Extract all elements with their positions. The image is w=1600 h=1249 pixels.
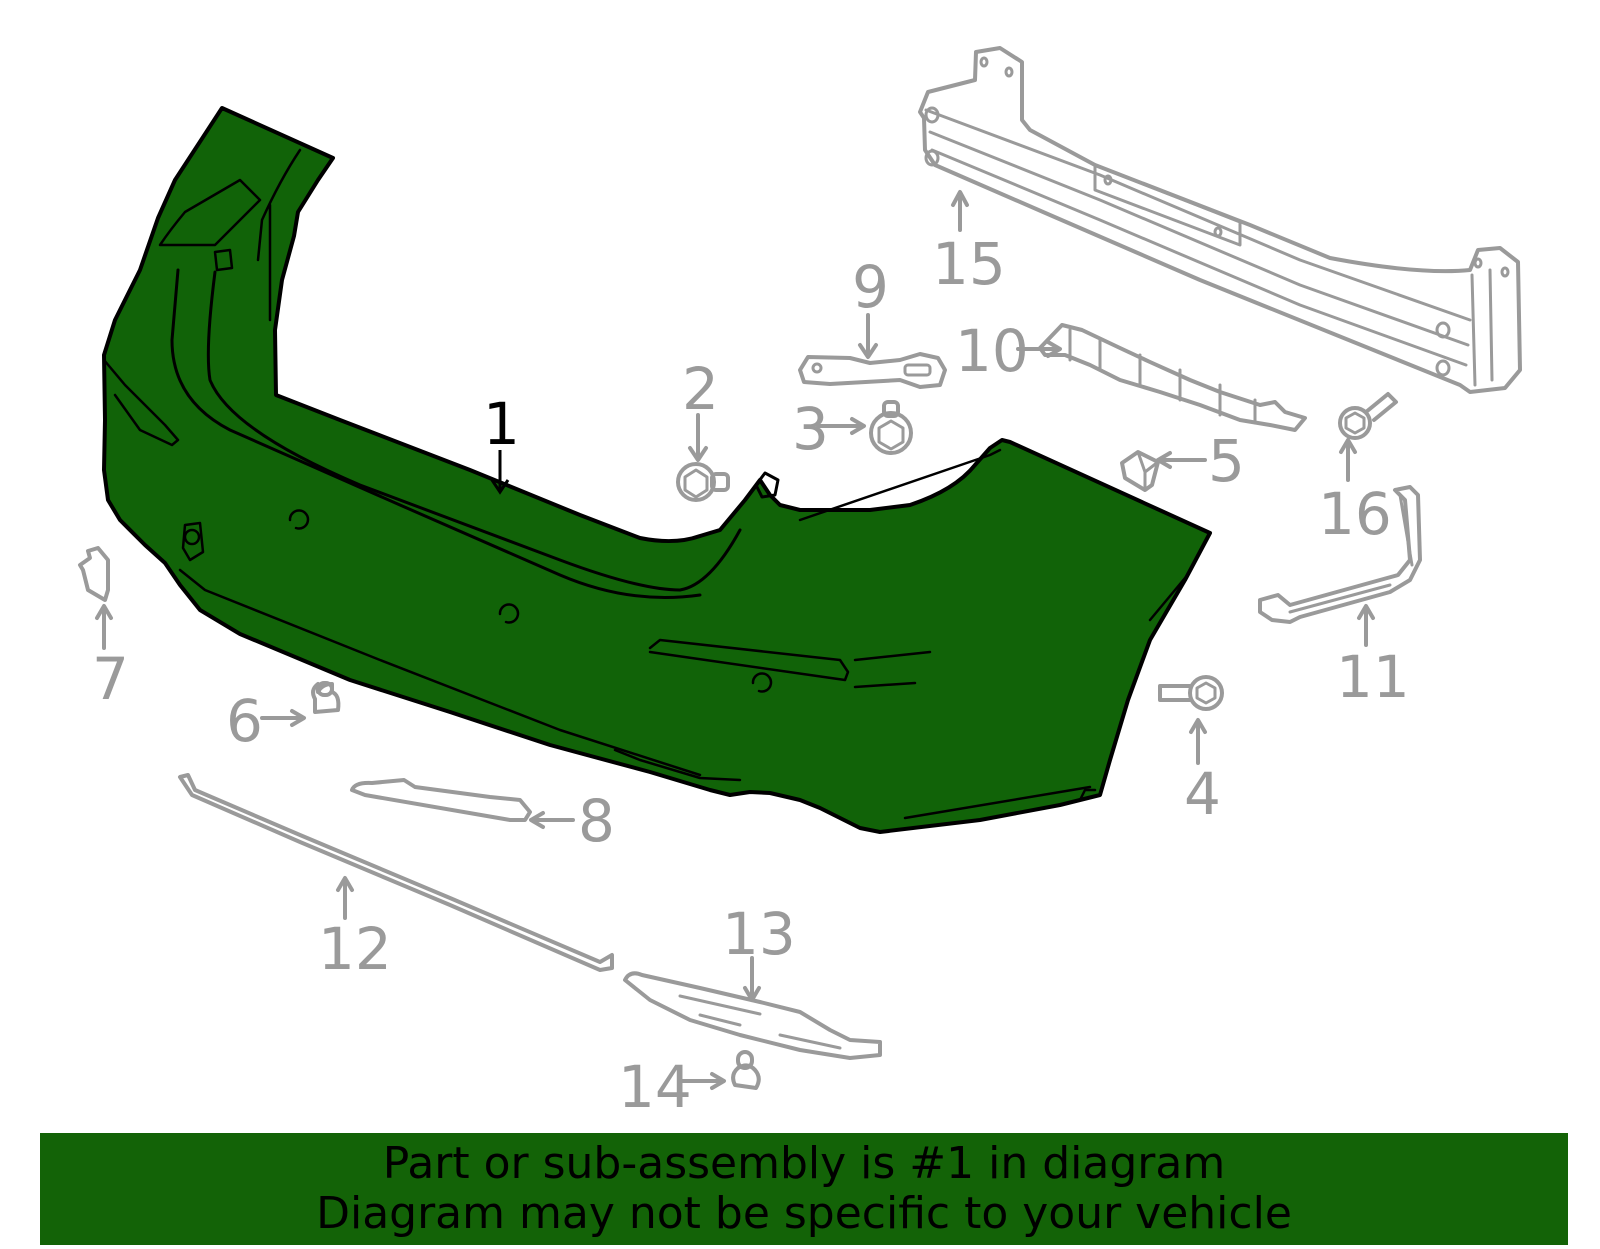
leader-arrow-4 [1189,718,1207,765]
callout-2[interactable]: 2 [682,355,719,423]
callout-7[interactable]: 7 [92,645,129,713]
callout-15[interactable]: 15 [932,230,1006,298]
callout-5[interactable]: 5 [1208,427,1245,495]
callout-12[interactable]: 12 [318,915,392,983]
banner-line-2: Diagram may not be specific to your vehi… [316,1188,1292,1239]
part-1-bumper-cover[interactable] [102,106,1212,834]
leader-arrow-13 [743,956,761,1002]
part-12-lower-trim-strip[interactable] [178,773,614,972]
callout-16[interactable]: 16 [1318,480,1392,548]
leader-arrow-7 [95,604,113,650]
banner-line-1: Part or sub-assembly is #1 in diagram [382,1138,1226,1189]
leader-arrow-10 [1016,340,1062,358]
parts-diagram [78,46,1522,1090]
part-9-bracket[interactable] [798,352,947,389]
callout-3[interactable]: 3 [792,395,829,463]
leader-arrow-15 [951,190,969,232]
notice-banner: Part or sub-assembly is #1 in diagram Di… [40,1133,1568,1245]
callout-10[interactable]: 10 [955,317,1029,385]
callout-4[interactable]: 4 [1184,760,1221,828]
leader-arrow-8 [529,811,575,829]
part-3-clip-nut[interactable] [869,400,913,455]
leader-arrow-14 [678,1072,726,1090]
callout-11[interactable]: 11 [1336,643,1410,711]
part-4-bolt[interactable] [1158,675,1224,711]
callout-1[interactable]: 1 [483,390,520,458]
part-11-side-bracket[interactable] [1258,485,1422,624]
callout-13[interactable]: 13 [722,900,796,968]
leader-arrow-12 [336,876,354,920]
part-16-bolt[interactable] [1338,392,1398,440]
callout-8[interactable]: 8 [578,787,615,855]
part-8-reflector[interactable] [350,778,532,822]
part-7-bracket[interactable] [78,546,110,602]
callout-14[interactable]: 14 [618,1053,692,1121]
callout-6[interactable]: 6 [226,687,263,755]
leader-arrow-16 [1339,438,1357,482]
leader-arrow-6 [260,709,306,727]
part-13-lower-diffuser[interactable] [623,971,882,1060]
leader-arrow-1 [490,450,510,495]
part-14-push-clip[interactable] [731,1050,761,1090]
leader-arrow-11 [1357,604,1375,647]
leader-arrow-3 [816,417,866,435]
callout-9[interactable]: 9 [852,253,889,321]
leader-arrow-2 [688,413,708,462]
part-6-push-clip[interactable] [311,681,341,714]
leader-arrow-9 [858,313,878,359]
part-5-clip[interactable] [1120,450,1160,492]
leader-arrow-5 [1156,451,1207,469]
part-10-bracket[interactable] [1038,323,1307,432]
part-2-clip-nut[interactable] [676,462,730,502]
part-15-reinforcement-beam[interactable] [918,46,1522,394]
